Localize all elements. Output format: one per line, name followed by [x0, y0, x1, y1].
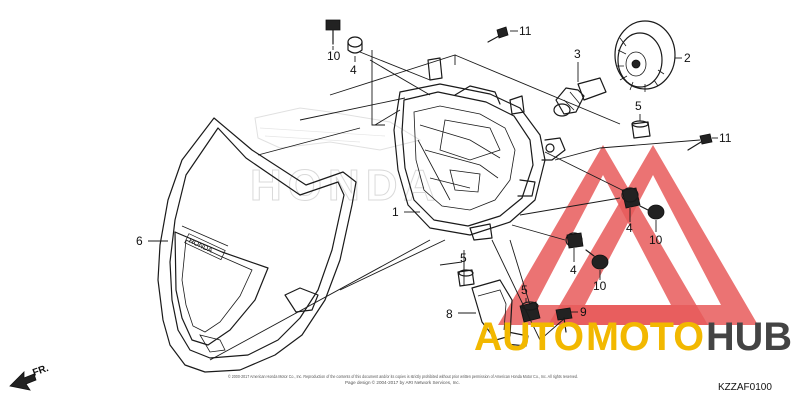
grommet-right-upper — [621, 187, 641, 209]
callout-4-top: 4 — [350, 63, 357, 77]
screw-top — [325, 19, 341, 45]
bolt-9 — [555, 307, 573, 333]
callout-5-upper: 5 — [635, 99, 642, 113]
collar-left — [457, 269, 475, 287]
screw-11-top — [487, 26, 509, 43]
screw-right-upper — [639, 204, 665, 220]
logo-triangle-mark — [498, 145, 758, 325]
assembly-guide-lines — [209, 50, 701, 361]
headlight-mask-cowl: HONDA — [157, 117, 357, 373]
callout-9: 9 — [580, 305, 587, 319]
diagram-part-code: KZZAF0100 — [718, 382, 772, 393]
callout-10-top: 10 — [327, 49, 341, 63]
headlight-unit — [393, 57, 566, 241]
headlight-bulb — [553, 77, 607, 117]
callout-8: 8 — [446, 307, 453, 321]
honda-watermark-text: HONDA — [250, 161, 441, 210]
callout-leaders — [148, 30, 718, 314]
callout-10-lower: 10 — [593, 279, 607, 293]
front-direction-indicator: FR. — [9, 363, 50, 391]
automotohub-logo: AUTO MOTO HUB — [474, 315, 792, 359]
direction-label: FR. — [31, 363, 50, 379]
callout-4-lower: 4 — [570, 263, 577, 277]
logo-text-hub: HUB — [706, 315, 792, 359]
mask-badge-text: HONDA — [187, 238, 213, 255]
dust-cover — [614, 20, 676, 92]
callout-11-top: 11 — [519, 24, 532, 38]
logo-text-moto: MOTO — [586, 315, 704, 359]
callout-10-right: 10 — [649, 233, 663, 247]
callout-11-right: 11 — [719, 131, 732, 145]
collar-upper — [631, 120, 651, 139]
callout-5-left: 5 — [460, 251, 467, 265]
callout-5-lower: 5 — [521, 283, 528, 297]
callout-1: 1 — [392, 205, 399, 219]
callout-2: 2 — [684, 51, 691, 65]
copyright-line-2: Page design © 2004-2017 by ARI Network S… — [345, 379, 460, 385]
grommet-right-lower — [565, 232, 584, 249]
screw-right-lower — [585, 249, 609, 270]
screw-11-right — [687, 133, 713, 151]
grommet-upper — [347, 36, 363, 54]
callout-4-right: 4 — [626, 221, 633, 235]
callout-3: 3 — [574, 47, 581, 61]
copyright-line-1: © 2000-2017 American Honda Motor Co., In… — [228, 373, 578, 379]
collar-lower — [519, 301, 541, 323]
callout-6: 6 — [136, 234, 143, 248]
logo-text-auto: AUTO — [474, 315, 584, 359]
mounting-bracket — [471, 279, 529, 347]
